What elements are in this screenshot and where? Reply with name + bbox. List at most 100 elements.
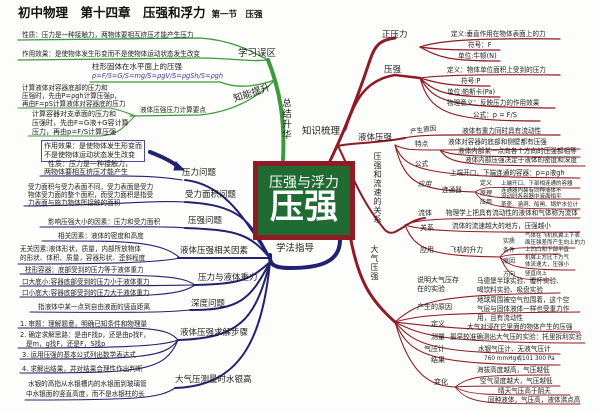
navy-step: 3. 运用压强的基本公式列出数学表达式 bbox=[22, 351, 136, 359]
page-title: 初中物理 第十四章 压强和浮力第一节 压强 bbox=[18, 5, 263, 21]
navy-step: 1. 审题：理解题意，明确已知条件和物理量 bbox=[20, 320, 148, 328]
navy-hub: 受力面积问题 bbox=[185, 190, 237, 200]
red-item: 气层与固体液体一样也受重力作 bbox=[477, 305, 570, 313]
red-item: 物理学上把具有流动性的液体和气体称为流体 bbox=[446, 209, 578, 217]
navy-item: 物体受力面的整个面积，而受力面积是指受 bbox=[28, 191, 154, 199]
atm-measure-label: 测量 bbox=[431, 333, 445, 341]
red-item: 用，且有流动性 bbox=[477, 314, 524, 322]
red-item: 流体的流速越大的地方，压强越小 bbox=[452, 222, 551, 230]
red-item: 上端开口、下部相连通的容器 bbox=[501, 181, 573, 187]
red-item: 定义:垂直作用在物体表面上的力 bbox=[451, 30, 546, 38]
navy-item: 的形状、体积、质量，容器形状、歪斜程度 bbox=[20, 254, 146, 262]
relation-label: 关系 bbox=[420, 224, 434, 232]
navy-item: 中水银面的竖直高度，而不是水银柱的长 bbox=[26, 390, 145, 398]
navy-item: 两物体要相互挤压才能产生 bbox=[44, 168, 128, 176]
green-hub-mistakes: 学习误区 bbox=[238, 48, 277, 59]
liquid-pressure-label: 液体压强 bbox=[358, 133, 393, 143]
navy-hub: 压强问题 bbox=[188, 216, 223, 226]
red-item: 符号：F bbox=[468, 41, 492, 49]
red-item: 符号:P bbox=[461, 77, 481, 85]
navy-item: 口小底大:容器底部受到的压力大于液体重力 bbox=[22, 289, 150, 297]
navy-item: 口大底小:容器底部受到的压力小于液体重力 bbox=[22, 278, 150, 286]
red-item: 面压强差而产生向上的力 bbox=[525, 240, 586, 246]
liquid-formula-label: 公式 bbox=[415, 160, 429, 168]
green-item: 柱形固体在水平面上的压强 bbox=[92, 62, 182, 71]
green-item: 压强时，先由P=ρgh计算压强p， bbox=[22, 92, 121, 100]
red-item: 流动时各容器中液面相平 bbox=[501, 194, 562, 200]
red-item: 760 mmHg或101 300 Pa bbox=[484, 356, 555, 362]
green-item: 性质：压力是一种接触力，两物体要相互挤压才能产生压力 bbox=[22, 31, 194, 39]
red-item: 体流速大，压强小 bbox=[525, 262, 570, 268]
boxed-note: 作用效果：是使物体发生形变而 不是使物体运动状态发生改变 bbox=[41, 140, 145, 162]
navy-item: 指液体中某一点到自由液面的竖直距离 bbox=[38, 303, 151, 311]
navy-hub: 深度问题 bbox=[191, 299, 226, 309]
boxed-note-line: 作用效果：是使物体发生形变而 bbox=[44, 142, 142, 150]
flow-app-label: 应用 bbox=[420, 246, 434, 254]
red-item: 液体内部压强决定于液体的密度和深度 bbox=[465, 156, 578, 164]
pressure-label: 压强 bbox=[384, 65, 402, 75]
red-item: 液体内部某一点向各个方向的压强都相等 bbox=[458, 147, 577, 155]
red-item: 地球周围被空气包围着，这个空 bbox=[477, 296, 570, 304]
green-item: 作用效果：是使物体发生形变而不是使物体运动状态发生改变 bbox=[22, 50, 201, 58]
red-item: 空气湿度越大，气压越低 bbox=[480, 377, 553, 385]
navy-step: 是m，g找F，还是F，S找p bbox=[26, 340, 106, 348]
navy-hub: 压力与液体重力 bbox=[198, 273, 258, 283]
red-item: 晴天气压高于阴天 bbox=[498, 387, 551, 395]
red-item: 马德堡半球实验、覆杯实验、 bbox=[477, 277, 563, 285]
red-item: 气体在飞机机翼上下表 bbox=[525, 233, 581, 239]
liquid-app-label: 应用 bbox=[418, 180, 432, 188]
navy-item: 力表面与施力物体所接触的面积 bbox=[28, 199, 121, 207]
normal-force-label: 正压力 bbox=[382, 30, 408, 40]
navy-hub: 压力问题 bbox=[182, 168, 217, 178]
red-item: 茶壶、涵洞、船闸、锅炉水位计 bbox=[501, 202, 579, 208]
red-item: 物理意义：反映压力的作用效果 bbox=[447, 99, 540, 107]
red-item: 机翼上方比下方气 bbox=[525, 255, 570, 261]
green-root-label: 总结升华 bbox=[279, 98, 291, 140]
red-item: 单位:牛顿(N) bbox=[458, 52, 497, 60]
green-hub-calc: 液体压强压力计算要点 bbox=[140, 106, 206, 114]
chapter-title: 初中物理 第十四章 压强和浮力 bbox=[18, 5, 206, 20]
navy-item: 性质：压力是一种接触力， bbox=[48, 160, 132, 168]
atm-change-label: 变化 bbox=[434, 378, 448, 386]
red-item: 单位:帕斯卡(Pa) bbox=[447, 88, 496, 96]
lift-sub-label: 条件 bbox=[503, 247, 516, 254]
liquid-features-label: 特点 bbox=[415, 140, 429, 148]
atm-def-label: 定义 bbox=[431, 320, 445, 328]
red-item: 上凹凸和下部平直 bbox=[525, 247, 570, 253]
lift-label: 飞机的升力 bbox=[450, 246, 483, 254]
green-item: 计算容器对支承面的压力和 bbox=[32, 110, 116, 118]
green-formula: p=F/S=G/S=mg/S=ρgV/S=ρgSh/S=ρgh bbox=[92, 72, 224, 80]
navy-root-label: 学法指导 bbox=[276, 243, 315, 254]
navy-hub: 液体压强求解步骤 bbox=[180, 328, 249, 338]
red-formula: 公式：p = F/S bbox=[473, 111, 517, 119]
lift-sub-label: 原因 bbox=[503, 258, 516, 265]
navy-item: 受力面积与受力表面不同，受力表面是受力 bbox=[28, 183, 154, 191]
green-item: 压强时，先由F=G液+G容计算 bbox=[32, 119, 129, 127]
navy-item: 相关因素：液体的密度和高度 bbox=[58, 232, 144, 240]
navy-item: 无关因素:液体形状，质量，内部所放物体 bbox=[20, 245, 141, 253]
center-subtitle: 压强与浮力 bbox=[269, 175, 339, 191]
atm-meter-label: 气压计 bbox=[424, 345, 445, 353]
connector-sub-label: 定义 bbox=[480, 180, 493, 187]
green-item: 再由F=pS计算液体对容器底的压力 bbox=[22, 100, 126, 108]
center-title: 压强 bbox=[270, 187, 338, 227]
red-item: 液体对容器的底部和侧壁都有压强 bbox=[448, 138, 547, 146]
central-topic: 压强与浮力 压强 bbox=[253, 161, 355, 240]
navy-item: 影响压强大小的因素：压力和受力面积 bbox=[48, 218, 161, 226]
lift-sub-label: 方向 bbox=[503, 271, 516, 278]
navy-item: 水银的高指从水银槽内的水银面到玻璃管 bbox=[28, 380, 147, 388]
green-item: 压力，再由p=F/S计算压强 bbox=[32, 128, 117, 136]
fluid-label: 流体 bbox=[418, 209, 432, 217]
green-item: 计算液体对容器底部的压力和 bbox=[22, 84, 108, 92]
atm-result-label: 结果 bbox=[431, 356, 445, 364]
atm-cause-label: 产生的原因 bbox=[417, 303, 452, 311]
navy-step: 4. 求解出结果，并对结果合理性作出判断 bbox=[22, 365, 143, 373]
navy-item: 柱形容器：底部受到的压力等于液体重力 bbox=[25, 266, 144, 274]
atm-exp-label: 说明大气压存在的实验 bbox=[417, 276, 459, 293]
flow-relation-label: 压强和流速的关系 bbox=[373, 152, 382, 224]
connector-sub-label: 应用 bbox=[480, 199, 493, 206]
red-item: 海拔高度越高，气压越低 bbox=[477, 366, 550, 374]
red-root-label: 知识梳理 bbox=[302, 126, 341, 137]
connector-sub-label: 原理 bbox=[480, 190, 493, 197]
